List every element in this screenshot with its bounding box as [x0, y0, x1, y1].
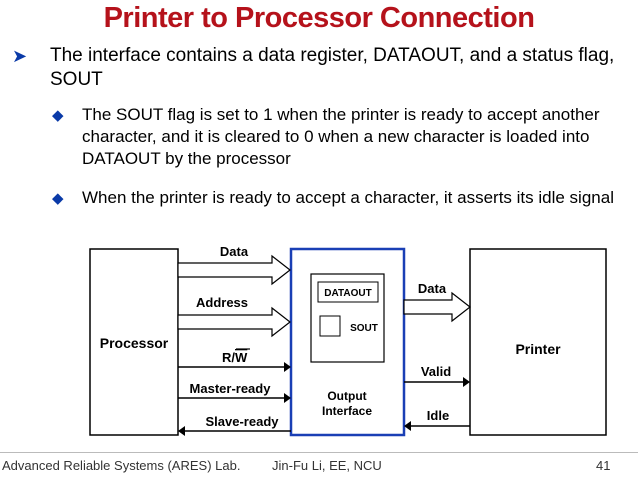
printer-label: Printer	[515, 341, 561, 357]
interface-label-line1: Output	[327, 389, 366, 403]
bullet-main: ➤ The interface contains a data register…	[12, 44, 622, 92]
slave-ready-arrowhead	[178, 426, 185, 436]
footer-author: Jin-Fu Li, EE, NCU	[272, 458, 382, 473]
footer-divider	[0, 452, 638, 453]
diamond-bullet-icon: ◆	[52, 107, 64, 124]
processor-box	[89, 248, 179, 436]
sout-label: SOUT	[350, 323, 378, 334]
address-label: Address	[196, 295, 248, 310]
dataout-label: DATAOUT	[324, 288, 371, 299]
printer-box	[469, 248, 607, 436]
data-bus-arrow-left	[177, 254, 291, 286]
data-right-label: Data	[418, 281, 447, 296]
rw-label-w: W	[235, 350, 248, 365]
rw-label-r: R/	[222, 350, 235, 365]
printer-connection-diagram: Processor Output Interface DATAOUT SOUT …	[89, 244, 607, 437]
dataout-register	[317, 281, 379, 303]
footer-lab: Advanced Reliable Systems (ARES) Lab.	[2, 458, 241, 473]
sub-bullet-1: ◆ The SOUT flag is set to 1 when the pri…	[52, 104, 627, 170]
interface-label-line2: Interface	[322, 404, 372, 418]
idle-label: Idle	[427, 408, 449, 423]
valid-arrowhead	[463, 377, 470, 387]
processor-label: Processor	[100, 335, 169, 351]
rw-arrowhead	[284, 362, 291, 372]
data-left-label: Data	[220, 244, 249, 259]
address-bus-arrow	[177, 306, 291, 338]
arrow-bullet-icon: ➤	[12, 46, 28, 66]
slide-title: Printer to Processor Connection	[103, 2, 535, 34]
valid-label: Valid	[421, 364, 451, 379]
rw-label: R/W	[222, 350, 248, 365]
page-number: 41	[596, 458, 611, 473]
sub-bullet-2: ◆ When the printer is ready to accept a …	[52, 187, 627, 210]
master-ready-arrowhead	[284, 393, 291, 403]
sout-flag-box	[319, 315, 341, 337]
bullet-main-text: The interface contains a data register, …	[50, 45, 615, 90]
data-bus-arrow-right	[403, 291, 471, 323]
master-ready-label: Master-ready	[190, 381, 272, 396]
diamond-bullet-icon: ◆	[52, 190, 64, 207]
sub-bullet-1-text: The SOUT flag is set to 1 when the print…	[82, 105, 600, 168]
idle-arrowhead	[404, 421, 411, 431]
sub-bullet-2-text: When the printer is ready to accept a ch…	[82, 188, 614, 207]
slave-ready-label: Slave-ready	[206, 414, 280, 429]
